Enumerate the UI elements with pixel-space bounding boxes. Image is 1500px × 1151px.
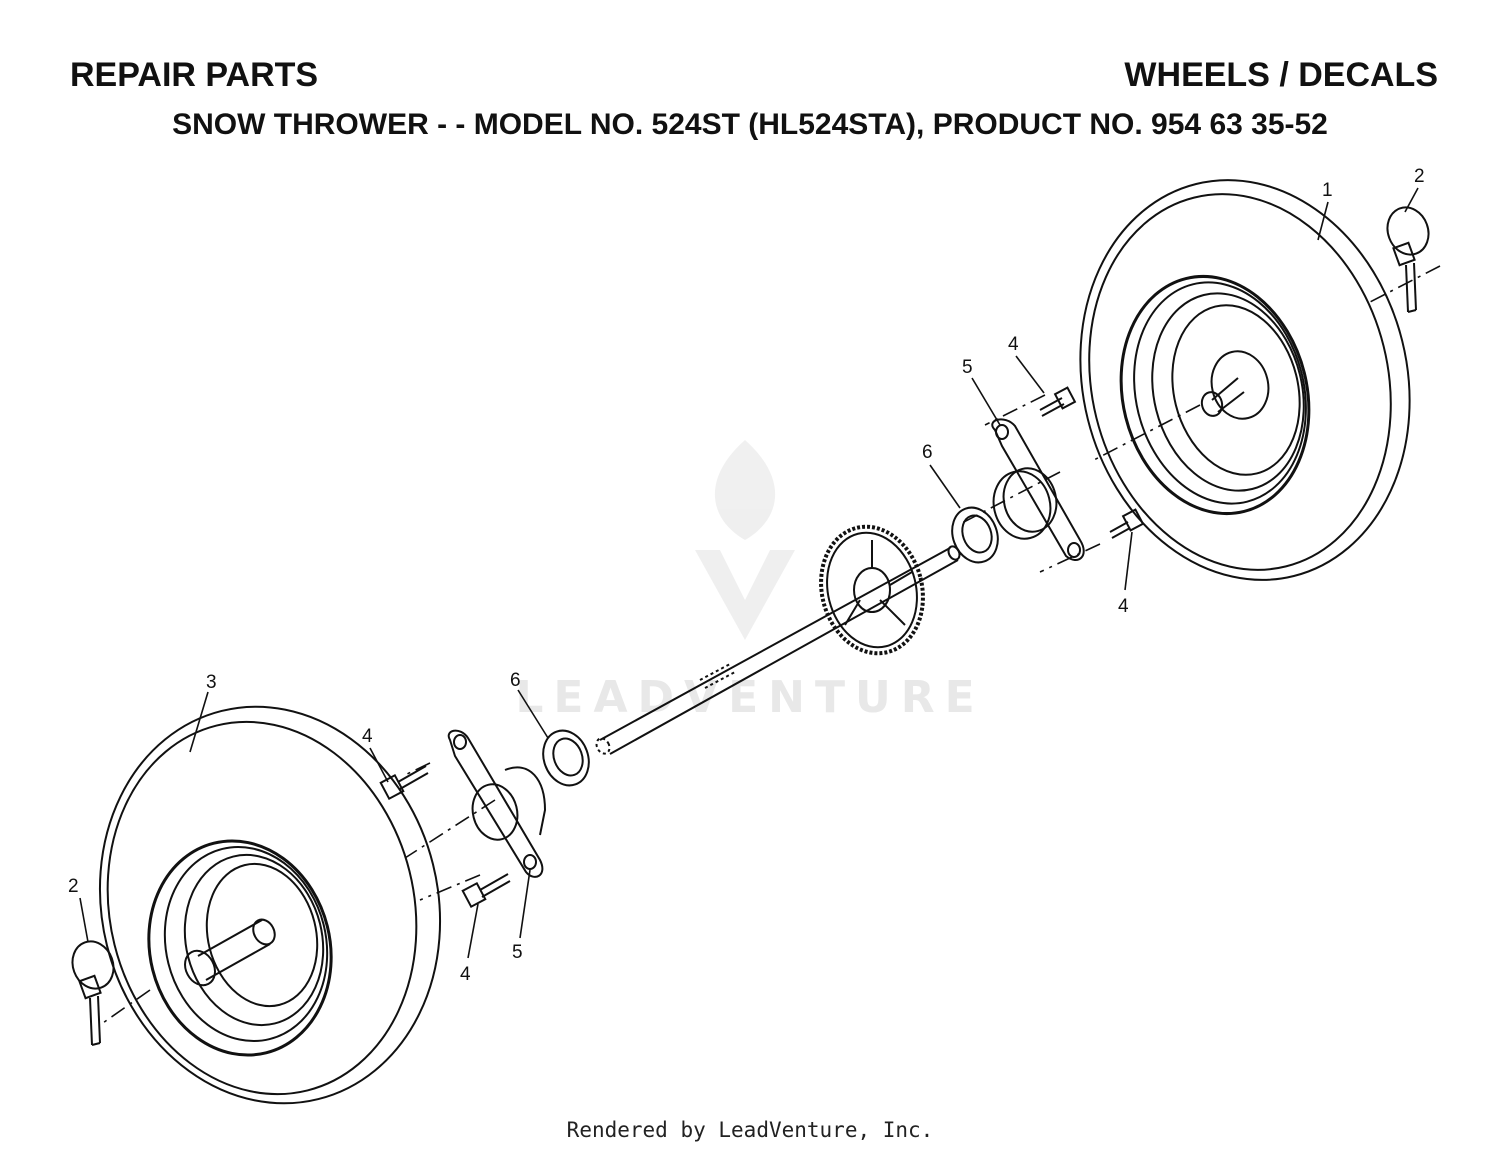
callout-bolt-right-bottom: 4 bbox=[1118, 596, 1129, 617]
bolt-right-bottom bbox=[1109, 508, 1145, 539]
bracket-left bbox=[447, 729, 547, 878]
callout-bolt-right-top: 4 bbox=[1008, 334, 1019, 355]
footer-credit: Rendered by LeadVenture, Inc. bbox=[566, 1118, 934, 1142]
washer-left bbox=[542, 729, 590, 787]
callout-washer-right: 6 bbox=[922, 442, 933, 463]
callout-pin-right: 2 bbox=[1414, 166, 1425, 187]
header-subtitle: SNOW THROWER - - MODEL NO. 524ST (HL524S… bbox=[172, 108, 1328, 141]
watermark-text: LEADVENTURE bbox=[515, 672, 984, 723]
pin-left bbox=[71, 940, 115, 1046]
header-right-title: WHEELS / DECALS bbox=[1124, 56, 1438, 94]
wheel-right bbox=[1079, 179, 1411, 581]
callout-wheel-right: 1 bbox=[1322, 180, 1333, 201]
callout-bolt-left-bottom: 4 bbox=[460, 964, 471, 985]
callout-washer-left: 6 bbox=[510, 670, 521, 691]
axis-centerlines bbox=[99, 265, 1441, 1026]
washer-right bbox=[951, 506, 999, 564]
callout-labels: 1 2 4 5 6 4 3 6 4 2 5 4 bbox=[68, 166, 1425, 985]
callout-bolt-left-top: 4 bbox=[362, 726, 373, 747]
gear bbox=[819, 524, 925, 656]
header-left-title: REPAIR PARTS bbox=[70, 56, 319, 94]
callout-leaders bbox=[79, 187, 1419, 959]
callout-bracket-right: 5 bbox=[962, 357, 973, 378]
callout-bracket-left: 5 bbox=[512, 942, 523, 963]
watermark-flame-icon bbox=[714, 440, 776, 540]
bolt-left-top bbox=[379, 765, 429, 801]
watermark: LEADVENTURE bbox=[515, 440, 984, 723]
bolt-right-top bbox=[1039, 386, 1077, 417]
wheel-left bbox=[98, 705, 442, 1105]
axle-shaft bbox=[595, 545, 961, 755]
bracket-right bbox=[991, 418, 1085, 561]
callout-wheel-left: 3 bbox=[206, 672, 217, 693]
callout-pin-left: 2 bbox=[68, 876, 79, 897]
watermark-v-icon bbox=[695, 550, 795, 640]
bolt-left-bottom bbox=[461, 873, 511, 909]
pin-right bbox=[1386, 206, 1430, 313]
